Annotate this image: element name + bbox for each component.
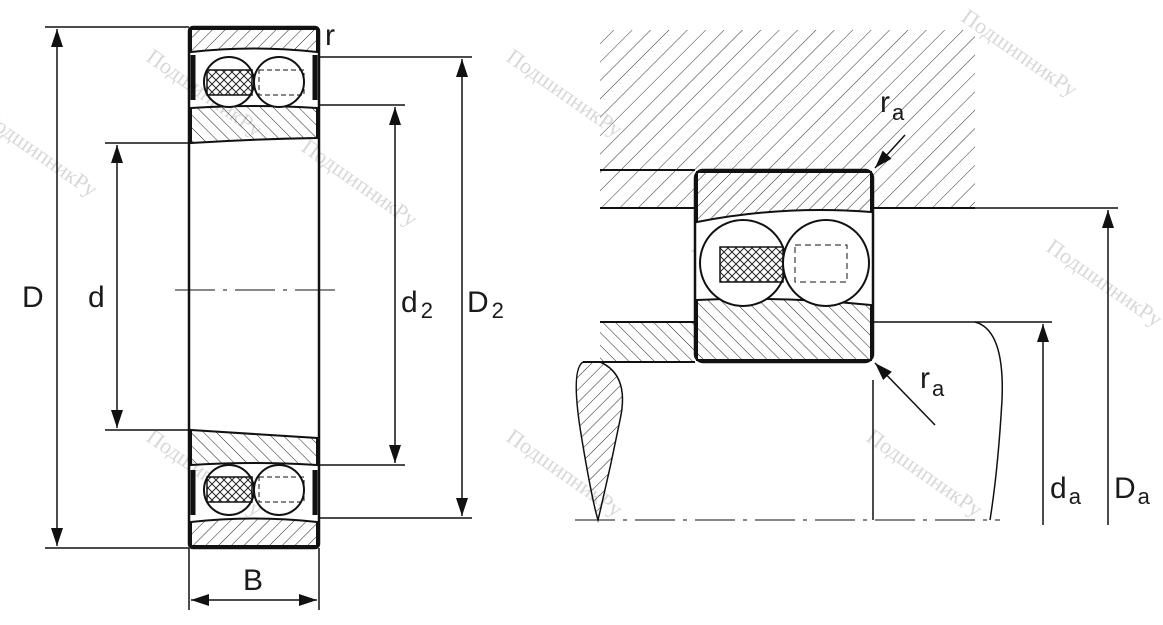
right-dimensions (874, 134, 1118, 525)
label-d: d (88, 281, 105, 314)
label-da: da (1050, 472, 1082, 509)
label-B: B (243, 564, 263, 597)
label-D: D (22, 281, 44, 314)
watermark: ПодшипникРу (0, 104, 102, 202)
watermark: ПодшипникРу (297, 134, 422, 232)
mounting-view (575, 30, 1004, 523)
label-ra-bottom: ra (920, 362, 945, 401)
label-Da: Da (1114, 472, 1151, 509)
watermark: ПодшипникРу (1042, 234, 1163, 332)
label-ra-top: ra (880, 86, 905, 125)
watermark: ПодшипникРу (957, 4, 1082, 102)
label-r: r (325, 19, 335, 52)
watermarks: ПодшипникРу ПодшипникРу ПодшипникРу Подш… (0, 4, 1163, 522)
left-dimensions (45, 26, 472, 610)
bearing-section-view (175, 25, 335, 550)
watermark: ПодшипникРу (862, 424, 987, 522)
